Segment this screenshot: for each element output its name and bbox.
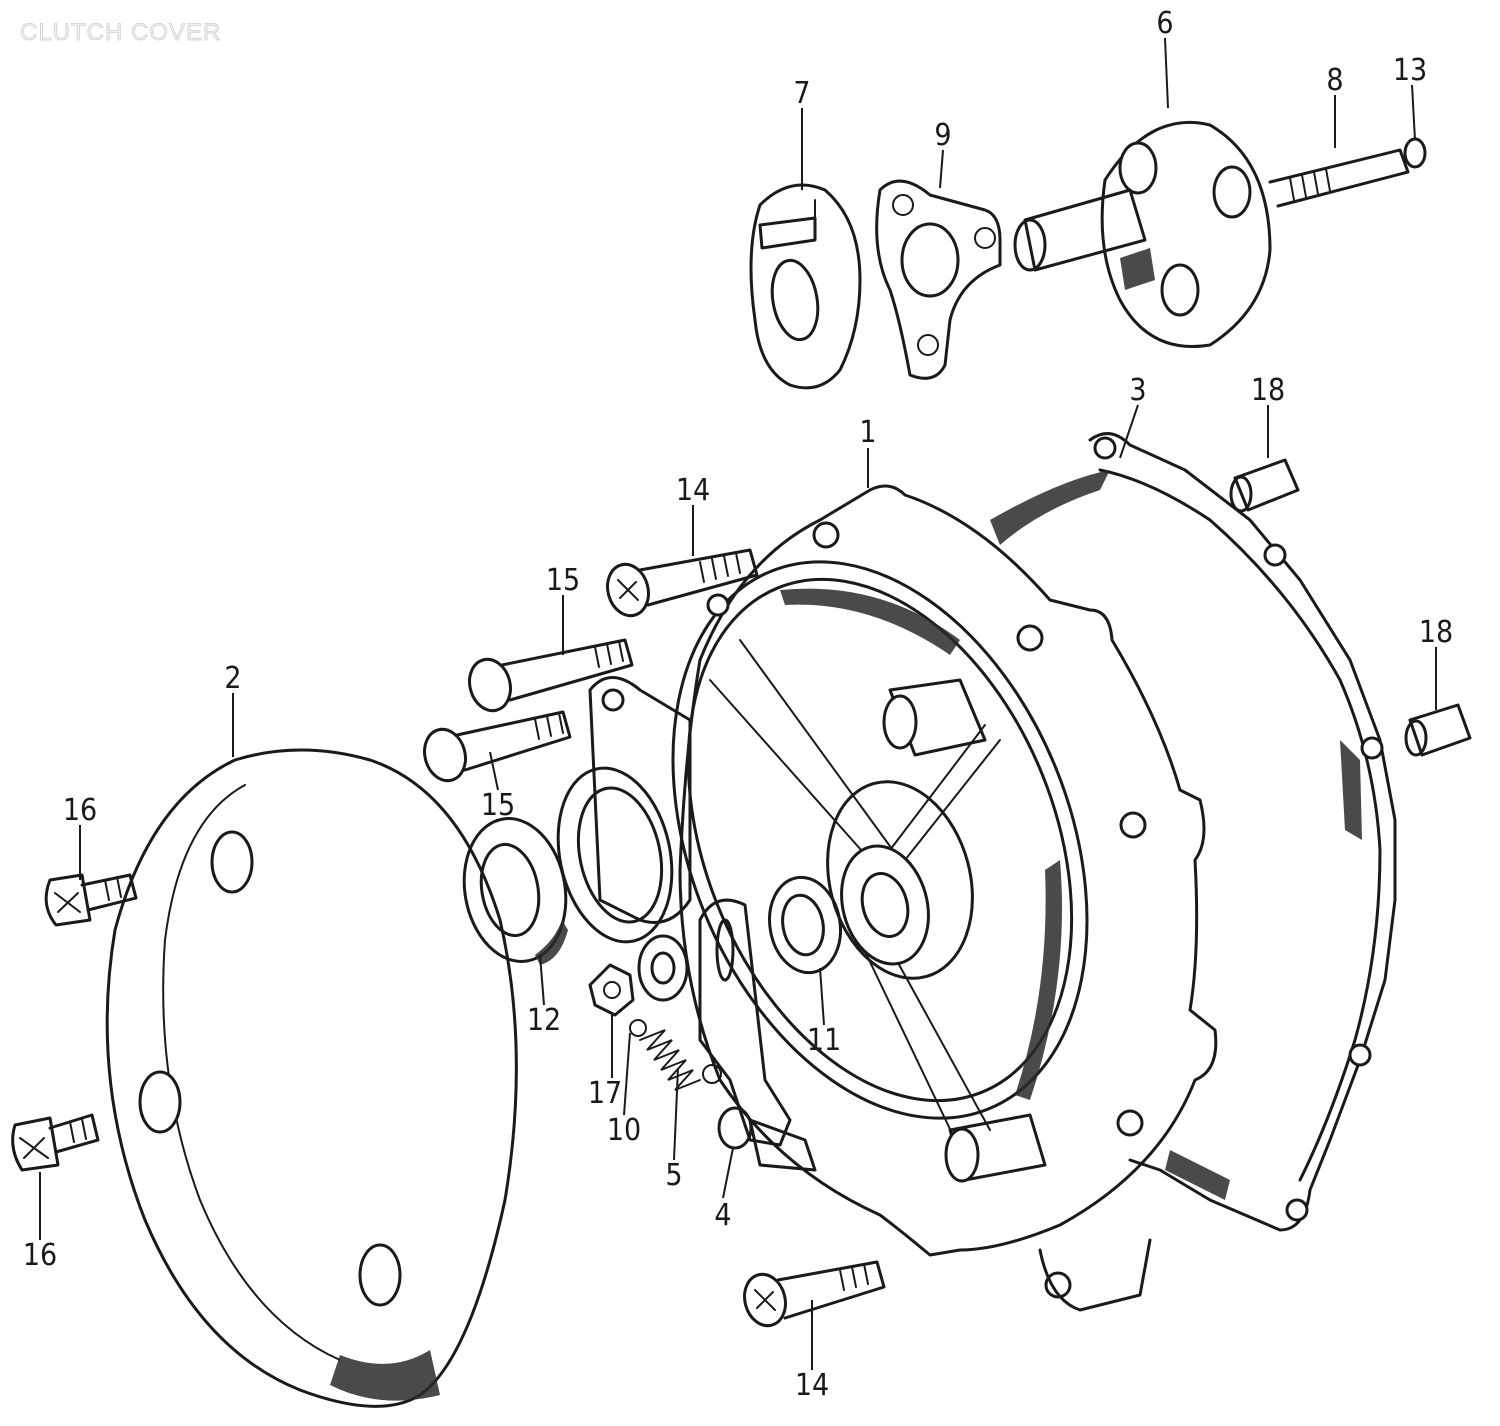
part-16-screw-bottom — [11, 1113, 100, 1172]
label-part-10: 10 — [607, 1113, 641, 1148]
leader-lines — [39, 37, 1437, 1370]
label-part-13: 13 — [1393, 53, 1427, 88]
part-6-adjuster-plate — [1013, 120, 1272, 348]
label-part-4: 4 — [714, 1198, 731, 1233]
label-part-14-bottom: 14 — [795, 1368, 829, 1403]
diagram-title: CLUTCH COVER — [20, 19, 221, 46]
label-part-16-bottom: 16 — [23, 1238, 57, 1273]
part-1-clutch-cover — [601, 484, 1218, 1312]
label-part-17: 17 — [588, 1076, 622, 1111]
label-part-2: 2 — [224, 661, 241, 696]
part-14-screw-bottom — [743, 1260, 886, 1328]
label-part-7: 7 — [793, 76, 810, 111]
label-part-9: 9 — [934, 118, 951, 153]
label-part-16-top: 16 — [63, 793, 97, 828]
part-3-gasket — [990, 432, 1397, 1232]
part-10-washer — [637, 934, 689, 1002]
label-part-5: 5 — [665, 1158, 682, 1193]
part-11-oil-seal — [768, 875, 842, 975]
label-part-15-bottom: 15 — [481, 788, 515, 823]
part-14-screw-top — [606, 548, 759, 618]
label-part-6: 6 — [1156, 6, 1173, 41]
part-13-circlip — [1403, 137, 1427, 169]
label-part-8: 8 — [1326, 63, 1343, 98]
part-5-spring — [629, 1019, 722, 1091]
part-labels: 1 2 3 4 5 6 7 8 9 10 11 12 13 14 14 15 1… — [23, 6, 1453, 1403]
part-2-outer-cover — [105, 748, 518, 1408]
label-part-3: 3 — [1129, 373, 1146, 408]
part-8-adjuster-bolt — [1268, 148, 1410, 208]
part-15-screw-bottom — [423, 710, 572, 783]
part-18-dowel-right — [1404, 703, 1472, 757]
label-part-14-top: 14 — [676, 473, 710, 508]
label-part-12: 12 — [527, 1003, 561, 1038]
part-4-pin — [717, 1106, 753, 1150]
part-7-cam-plate — [749, 183, 862, 390]
label-part-1: 1 — [859, 415, 876, 450]
part-9-lifter-plate — [875, 179, 1002, 380]
part-17-nut — [588, 963, 635, 1017]
label-part-18-right: 18 — [1419, 615, 1453, 650]
label-part-15-top: 15 — [546, 563, 580, 598]
label-part-18-top: 18 — [1251, 373, 1285, 408]
part-16-screw-top — [44, 873, 138, 927]
label-part-11: 11 — [807, 1023, 841, 1058]
part-18-dowel-top — [1229, 458, 1300, 513]
part-12-oil-seal — [462, 817, 568, 965]
clutch-lever-arm — [698, 898, 817, 1172]
